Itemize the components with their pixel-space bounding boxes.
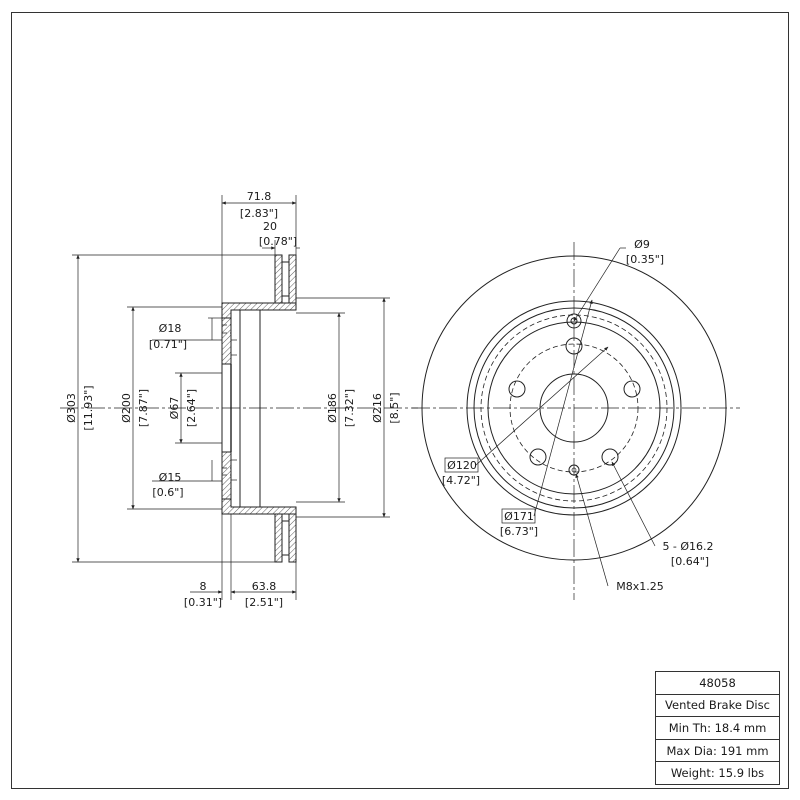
- small-hole-mm: Ø9: [634, 238, 650, 251]
- small-hole-in: [0.35"]: [626, 253, 664, 266]
- outer-diameter-mm: Ø303: [65, 393, 78, 423]
- center-bore-in: [2.64"]: [185, 389, 198, 427]
- max-diameter: Max Dia: 191 mm: [655, 738, 780, 763]
- weight: Weight: 15.9 lbs: [655, 761, 780, 785]
- lug-hole: [508, 380, 526, 398]
- locating-hole: [566, 313, 582, 329]
- bolt-circle-in: [4.72"]: [442, 474, 480, 487]
- hat-inner-diameter-in: [7.32"]: [343, 389, 356, 427]
- lug-holes-mm: 5 - Ø16.2: [662, 540, 713, 553]
- hat-section: [221, 302, 297, 515]
- lug-hole: [623, 380, 641, 398]
- pilot-diameter-mm: Ø200: [120, 393, 133, 423]
- thread-spec: M8x1.25: [616, 580, 664, 593]
- rotor-thickness-in: [0.78"]: [259, 235, 297, 248]
- threaded-hole-inner: [571, 467, 577, 473]
- spec-table: 48058 Vented Brake Disc Min Th: 18.4 mm …: [655, 671, 780, 785]
- upper-hole-mm: Ø18: [159, 322, 182, 335]
- threaded-hole: [568, 464, 580, 476]
- flange-thickness-mm: 8: [200, 580, 207, 593]
- lug-hole: [565, 337, 583, 355]
- outer-diameter-in: [11.93"]: [82, 385, 95, 430]
- upper-hole-in: [0.71"]: [149, 338, 187, 351]
- hat-circle-mm: Ø171: [504, 510, 534, 523]
- hat-inner-edge: [487, 321, 661, 495]
- hat-inner-diameter-mm: Ø186: [326, 393, 339, 423]
- part-number: 48058: [655, 671, 780, 695]
- hat-outer-diameter-in: [8.5"]: [388, 392, 401, 423]
- lower-hole-mm: Ø15: [159, 471, 182, 484]
- rotor-outer-edge: [421, 255, 727, 561]
- bolt-circle-mm: Ø120: [447, 459, 477, 472]
- lug-hole: [601, 448, 619, 466]
- drawing-frame: [11, 12, 789, 789]
- hat-height-mm: 63.8: [252, 580, 277, 593]
- front-view: Ø9 [0.35"] Ø120 [4.72"] Ø171 [6.73"] 5 -…: [412, 238, 740, 600]
- hat-height-in: [2.51"]: [245, 596, 283, 609]
- center-bore-mm: Ø67: [168, 397, 181, 420]
- hat-circle-in: [6.73"]: [500, 525, 538, 538]
- description: Vented Brake Disc: [655, 693, 780, 718]
- hat-circle-label-box: [501, 508, 536, 524]
- bolt-circle-label-box: [444, 457, 479, 473]
- overall-width-mm: 71.8: [247, 190, 272, 203]
- min-thickness: Min Th: 18.4 mm: [655, 716, 780, 740]
- flange-thickness-in: [0.31"]: [184, 596, 222, 609]
- hat-outer-diameter-mm: Ø216: [371, 393, 384, 423]
- lower-hole-in: [0.6"]: [152, 486, 183, 499]
- pilot-diameter-in: [7.87"]: [137, 389, 150, 427]
- side-section-view: 71.8 [2.83"] 20 [0.78"] Ø303 [11.93"] Ø2…: [60, 190, 418, 609]
- hat-outer-edge: [473, 307, 675, 509]
- lug-holes-in: [0.64"]: [671, 555, 709, 568]
- hat-circle: [480, 314, 668, 502]
- friction-inner-edge: [466, 300, 682, 516]
- rotor-thickness-mm: 20: [263, 220, 277, 233]
- overall-width-in: [2.83"]: [240, 207, 278, 220]
- lug-hole: [529, 448, 547, 466]
